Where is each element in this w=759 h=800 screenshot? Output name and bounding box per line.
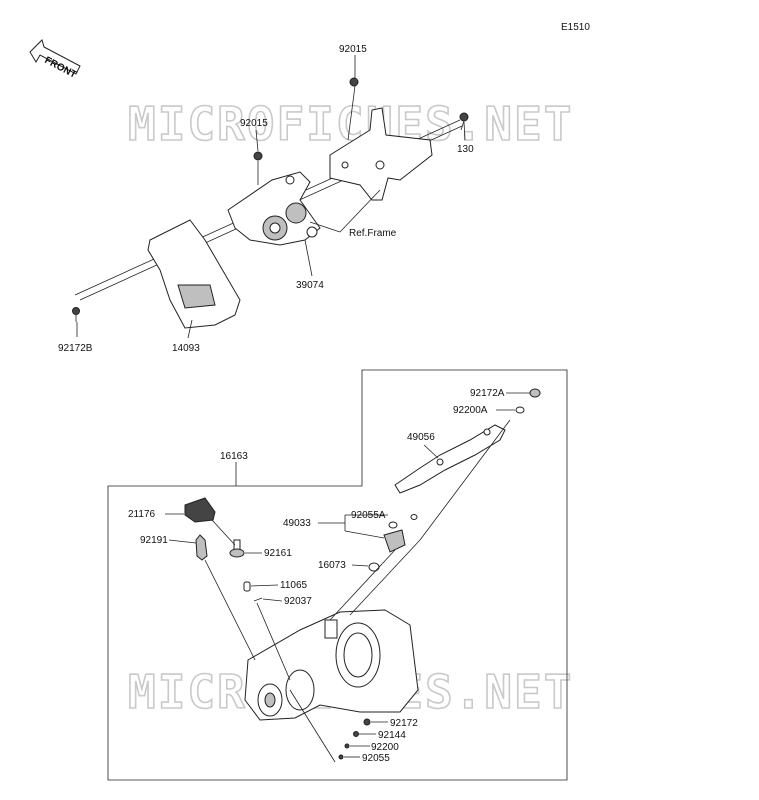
label-130: 130 (457, 144, 474, 155)
oring-92200a (515, 406, 525, 414)
sensor-bracket (227, 171, 321, 246)
screw-92172 (363, 718, 371, 726)
frame-bracket (329, 107, 433, 201)
label-92055a: 92055A (351, 510, 386, 521)
label-92144: 92144 (378, 730, 406, 741)
label-92161: 92161 (264, 548, 292, 559)
bolt-92015-b (253, 151, 263, 161)
label-92015-b: 92015 (240, 118, 268, 129)
washer-92200 (344, 743, 350, 749)
injector-49033 (383, 529, 406, 553)
label-92037: 92037 (284, 596, 312, 607)
label-92172a: 92172A (470, 388, 505, 399)
bolt-92172b (72, 307, 80, 322)
sensor-21176 (184, 497, 216, 523)
label-21176: 21176 (128, 509, 156, 520)
label-92172: 92172 (390, 718, 418, 729)
label-92200a: 92200A (453, 405, 488, 416)
label-49056: 49056 (407, 432, 435, 443)
plug-11065 (243, 581, 251, 592)
label-92055: 92055 (362, 753, 390, 764)
fitting-92161 (229, 539, 245, 558)
label-16163: 16163 (220, 451, 248, 462)
label-39074: 39074 (296, 280, 324, 291)
upper-assembly (72, 55, 469, 339)
label-16073: 16073 (318, 560, 346, 571)
screw-92055 (338, 754, 344, 760)
oring-16073 (368, 562, 380, 572)
label-14093: 14093 (172, 343, 200, 354)
label-92015-a: 92015 (339, 44, 367, 55)
assembly-box (107, 369, 568, 781)
bolt-130 (459, 112, 469, 131)
clip-92037 (253, 597, 263, 602)
label-ref-frame: Ref.Frame (349, 228, 397, 239)
label-11065: 11065 (280, 580, 308, 591)
fitting-92172a (529, 388, 541, 398)
label-49033: 49033 (283, 518, 311, 529)
front-direction-arrow: FRONT (29, 39, 81, 81)
bolt-92015-a (349, 77, 359, 87)
label-92191: 92191 (140, 535, 168, 546)
cover-14093 (147, 219, 241, 329)
hose-92191 (195, 534, 208, 561)
washer-92144 (353, 731, 359, 737)
label-92172b: 92172B (58, 343, 93, 354)
label-92200: 92200 (371, 742, 399, 753)
lower-assembly (165, 388, 541, 763)
diagram-code: E1510 (561, 22, 590, 33)
